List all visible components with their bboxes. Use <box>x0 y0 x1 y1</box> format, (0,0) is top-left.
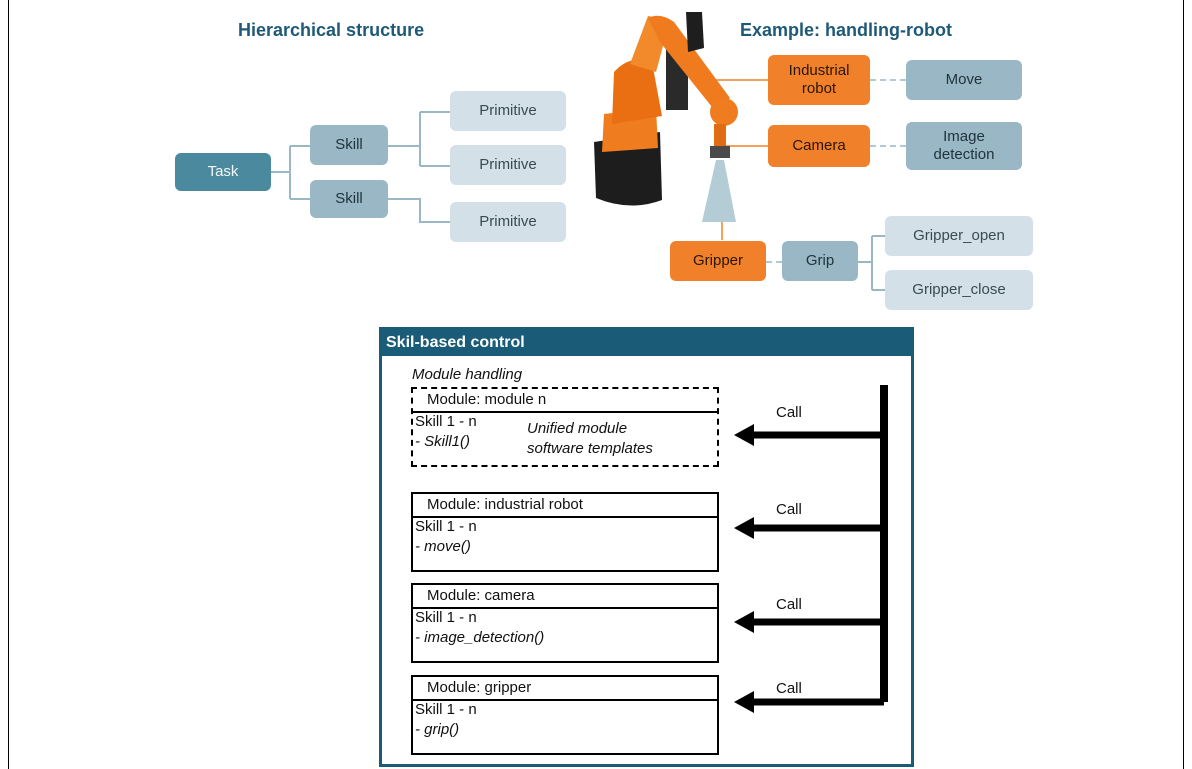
gripper-close-box: Gripper_close <box>885 270 1033 310</box>
task-box: Task <box>175 153 271 191</box>
heading-hierarchical-structure: Hierarchical structure <box>238 20 425 40</box>
gripper-box: Gripper <box>670 241 766 281</box>
industrial-robot-illustration <box>594 12 738 222</box>
module-function: - grip() <box>415 721 460 738</box>
module-skill: Skill 1 - n <box>415 518 477 535</box>
grip-box: Grip <box>782 241 858 281</box>
module-function: - image_detection() <box>415 629 545 646</box>
call-label-3: Call <box>776 596 802 613</box>
skill-box-1: Skill <box>310 125 388 165</box>
module-skill: Skill 1 - n <box>415 609 477 626</box>
module-divider <box>413 607 717 609</box>
primitive-box-1: Primitive <box>450 91 566 131</box>
skill-box-2: Skill <box>310 180 388 218</box>
module-industrial-robot: Module: industrial robot Skill 1 - n - m… <box>411 492 719 572</box>
frame-left-border <box>8 0 9 769</box>
call-label-2: Call <box>776 501 802 518</box>
module-divider <box>413 699 717 701</box>
call-arrow <box>734 611 884 633</box>
heading-handling-robot: Example: handling-robot <box>740 20 953 40</box>
call-arrows <box>734 385 888 713</box>
module-header: Module: industrial robot <box>427 496 583 513</box>
industrial-robot-box: Industrial robot <box>768 55 870 105</box>
module-divider <box>413 411 717 413</box>
module-n: Module: module n Skill 1 - n - Skill1() … <box>411 387 719 467</box>
gripper-open-box: Gripper_open <box>885 216 1033 256</box>
module-handling-label: Module handling <box>412 366 523 383</box>
module-divider <box>413 516 717 518</box>
call-arrow <box>734 424 884 446</box>
unified-templates-note: Unified module software templates <box>527 420 653 457</box>
module-skill: Skill 1 - n <box>415 413 477 430</box>
module-gripper: Module: gripper Skill 1 - n - grip() <box>411 675 719 755</box>
module-camera: Module: camera Skill 1 - n - image_detec… <box>411 583 719 663</box>
camera-box: Camera <box>768 125 870 167</box>
module-header: Module: gripper <box>427 679 532 696</box>
module-header: Module: camera <box>427 587 535 604</box>
call-arrow <box>734 691 884 713</box>
module-skill: Skill 1 - n <box>415 701 477 718</box>
primitive-box-2: Primitive <box>450 145 566 185</box>
frame-right-border <box>1183 0 1184 769</box>
move-box: Move <box>906 60 1022 100</box>
module-function: - Skill1() <box>415 433 470 450</box>
panel-title: Skil-based control <box>382 330 911 356</box>
call-arrow <box>734 517 884 539</box>
module-header: Module: module n <box>427 391 547 408</box>
module-function: - move() <box>415 538 471 555</box>
call-label-1: Call <box>776 404 802 421</box>
call-label-4: Call <box>776 680 802 697</box>
image-detection-box: Image detection <box>906 122 1022 170</box>
primitive-box-3: Primitive <box>450 202 566 242</box>
skill-based-control-panel: Skil-based control Module handling Modul… <box>379 327 914 767</box>
